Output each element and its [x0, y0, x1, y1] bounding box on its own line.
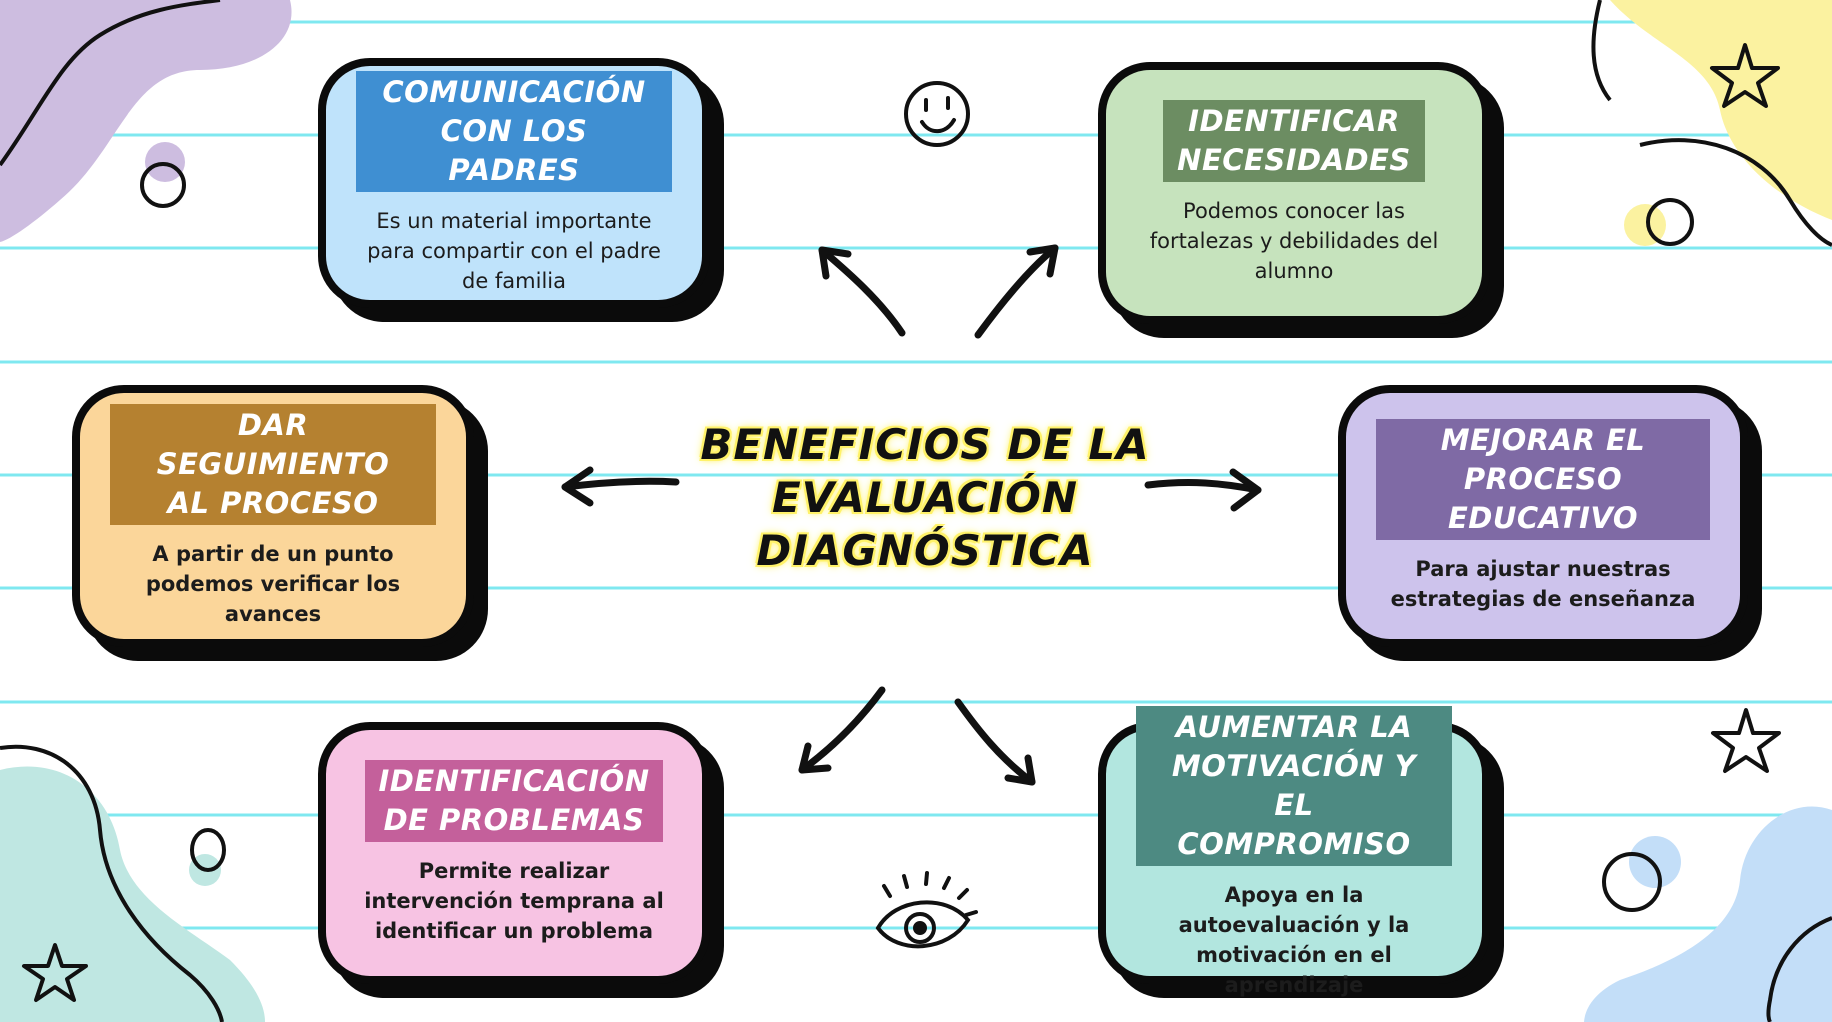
card-body: Podemos conocer las fortalezas y debilid… — [1149, 199, 1439, 283]
doodle-line — [0, 0, 221, 167]
doodle-line — [0, 744, 224, 1022]
card-title-line: COMUNICACIÓN — [382, 74, 646, 109]
arrow-to-motivacion — [954, 698, 1036, 786]
card-title-line: DE PROBLEMAS — [383, 803, 645, 837]
card-title: COMUNICACIÓN CON LOS PADRES — [356, 70, 672, 192]
card-title-line: IDENTIFICACIÓN — [378, 764, 650, 798]
arrow-to-seguimiento — [561, 466, 680, 507]
card-title-line: COMPROMISO — [1177, 827, 1411, 861]
card-body: Permite realizar intervención temprana a… — [364, 859, 664, 943]
blob-bottom-left — [0, 766, 265, 1022]
card-body: Apoya en la autoevaluación y la motivaci… — [1178, 883, 1410, 997]
card-title: IDENTIFICAR NECESIDADES — [1163, 100, 1425, 182]
card-aumentar-motivacion: AUMENTAR LA MOTIVACIÓN Y EL COMPROMISO A… — [1098, 706, 1490, 997]
card-title-line: EDUCATIVO — [1447, 500, 1639, 535]
circle-doodle — [1629, 836, 1681, 888]
center-title-line: DIAGNÓSTICA — [756, 526, 1094, 575]
center-title-line: BENEFICIOS DE LA — [700, 420, 1150, 469]
doodle-line — [1639, 138, 1832, 247]
card-title-line: CON LOS PADRES — [440, 113, 588, 187]
card-title-line: AL PROCESO — [167, 485, 379, 520]
arrow-to-identificar-necesidades — [974, 244, 1059, 339]
card-comunicacion-padres: COMUNICACIÓN CON LOS PADRES Es un materi… — [318, 58, 710, 308]
star-icon — [1711, 708, 1781, 773]
eye-icon — [875, 871, 978, 949]
card-title-line: IDENTIFICAR — [1188, 104, 1400, 138]
arrow-to-comunicacion — [818, 246, 906, 337]
circle-doodle — [140, 162, 186, 208]
circle-doodle — [145, 142, 185, 182]
circle-doodle — [190, 828, 226, 872]
blob-top-right — [1610, 0, 1832, 220]
center-title: BENEFICIOS DE LA EVALUACIÓN DIAGNÓSTICA — [690, 418, 1160, 577]
card-title-line: MOTIVACIÓN Y EL — [1171, 749, 1417, 822]
doodle-line — [1766, 916, 1832, 1022]
smiley-icon — [904, 81, 970, 147]
arrow-to-identificacion-problemas — [798, 686, 886, 774]
card-title: MEJORAR EL PROCESO EDUCATIVO — [1376, 418, 1710, 540]
circle-doodle — [1646, 198, 1694, 246]
circle-doodle — [1602, 852, 1662, 912]
card-identificacion-problemas: IDENTIFICACIÓN DE PROBLEMAS Permite real… — [318, 722, 710, 984]
blob-top-left — [0, 0, 292, 242]
circle-doodle — [1624, 204, 1666, 246]
blob-bottom-right — [1584, 806, 1832, 1022]
card-dar-seguimiento: DAR SEGUIMIENTO AL PROCESO A partir de u… — [72, 385, 474, 647]
card-title-line: MEJORAR EL PROCESO — [1440, 422, 1646, 496]
card-title-line: NECESIDADES — [1177, 143, 1411, 177]
doodle-line — [1591, 0, 1612, 102]
card-title: AUMENTAR LA MOTIVACIÓN Y EL COMPROMISO — [1136, 706, 1452, 866]
card-mejorar-proceso: MEJORAR EL PROCESO EDUCATIVO Para ajusta… — [1338, 385, 1748, 647]
card-title: DAR SEGUIMIENTO AL PROCESO — [110, 403, 436, 525]
card-title-line: AUMENTAR LA — [1175, 710, 1413, 744]
center-title-line: EVALUACIÓN — [771, 473, 1079, 522]
card-body: Es un material importante para compartir… — [367, 208, 661, 293]
card-identificar-necesidades: IDENTIFICAR NECESIDADES Podemos conocer … — [1098, 62, 1490, 324]
card-body: Para ajustar nuestras estrategias de ens… — [1390, 556, 1696, 611]
star-icon — [22, 943, 88, 1002]
card-body: A partir de un punto podemos verificar l… — [145, 541, 401, 626]
star-icon — [1710, 43, 1780, 108]
arrow-to-mejorar — [1144, 468, 1262, 512]
card-title: IDENTIFICACIÓN DE PROBLEMAS — [364, 760, 664, 842]
card-title-line: DAR SEGUIMIENTO — [156, 407, 390, 481]
